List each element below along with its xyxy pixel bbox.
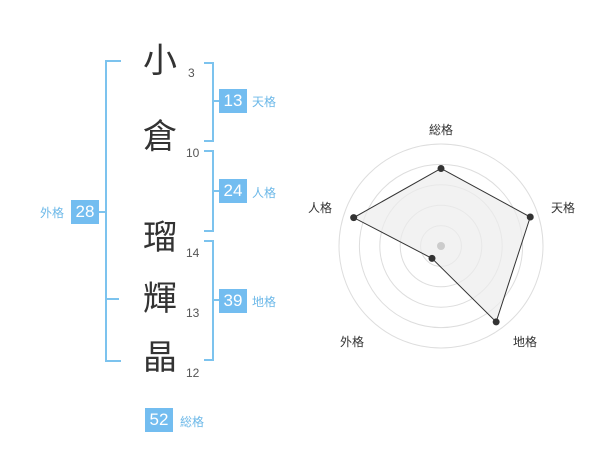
chikaku-value-badge: 39 — [219, 289, 247, 313]
stroke-count-5: 12 — [186, 366, 200, 380]
gaikaku-tick — [97, 211, 105, 213]
name-char-3: 瑠 — [143, 218, 177, 258]
radar-ring — [399, 204, 483, 288]
tenkaku-label: 天格 — [252, 95, 277, 109]
stroke-count-3: 14 — [186, 246, 200, 260]
radar-axis-label-soukaku: 総格 — [429, 122, 453, 137]
radar-ring — [420, 225, 462, 267]
soukaku-value-badge: 52 — [145, 408, 173, 432]
gaikaku-label: 外格 — [40, 206, 65, 220]
radar-point — [350, 214, 358, 222]
radar-axis-label-gaikaku: 外格 — [340, 334, 364, 349]
radar-ring — [358, 163, 524, 329]
radar-center-dot — [437, 242, 445, 250]
chikaku-label: 地格 — [252, 295, 277, 309]
radar-axis-label-chikaku: 地格 — [513, 334, 537, 349]
jinkaku-value-badge: 24 — [219, 179, 247, 203]
tenkaku-value-badge: 13 — [219, 89, 247, 113]
stroke-count-2: 10 — [186, 146, 200, 160]
tenkaku-tick — [212, 100, 219, 102]
stroke-count-1: 3 — [188, 66, 195, 80]
name-char-5: 晶 — [143, 338, 177, 378]
chikaku-tick — [212, 299, 219, 301]
radar-axis-label-jinkaku: 人格 — [308, 200, 332, 215]
jinkaku-label: 人格 — [252, 186, 277, 200]
radar-point — [437, 164, 445, 172]
name-char-4: 輝 — [143, 279, 177, 319]
radar-point — [428, 254, 436, 262]
stroke-count-4: 13 — [186, 306, 200, 320]
radar-ring — [379, 184, 503, 308]
radar-polygon — [352, 167, 531, 323]
radar-ring — [338, 143, 544, 349]
soukaku-label: 総格 — [180, 415, 205, 429]
name-char-2: 倉 — [143, 117, 177, 157]
radar-axis-label-tenkaku: 天格 — [551, 200, 575, 215]
gaikaku-bracket — [105, 60, 121, 362]
tenkaku-bracket — [204, 62, 214, 142]
jinkaku-tick — [212, 190, 219, 192]
radar-point — [492, 318, 500, 326]
gaikaku-inner-tick — [107, 298, 119, 300]
gaikaku-value-badge: 28 — [71, 200, 99, 224]
name-char-1: 小 — [143, 41, 177, 81]
radar-point — [526, 213, 534, 221]
